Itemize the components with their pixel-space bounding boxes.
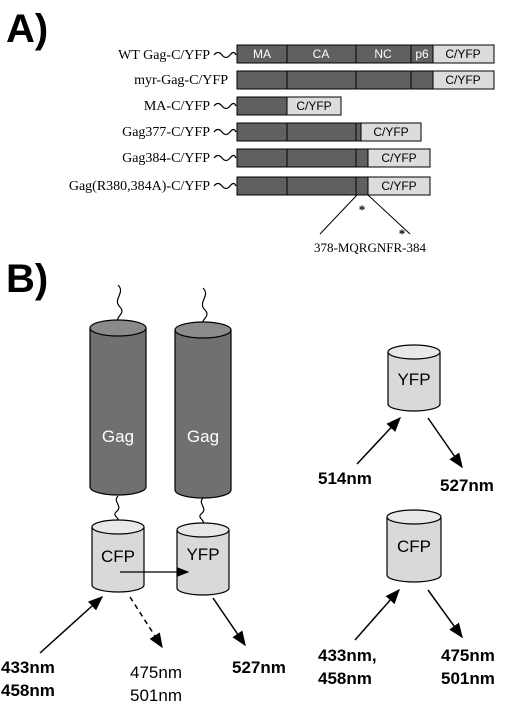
excitation-arrow — [354, 588, 400, 641]
cfp-emission-arrow-dashed — [129, 596, 163, 649]
linker-wave — [213, 154, 237, 162]
cfp-excitation-wavelength-2: 458nm — [318, 669, 372, 688]
segment-nc-fragment — [355, 122, 362, 142]
linker-wave — [213, 182, 237, 190]
construct-name-gag384: Gag384-C/YFP — [122, 151, 210, 166]
segment-fp — [367, 148, 431, 168]
cfp-standalone-emission-wavelength-2: 501nm — [441, 669, 495, 688]
segment-ca — [286, 176, 357, 196]
construct-row-wt-gag: WT Gag-C/YFP MA CA NC p6 C/YFP — [118, 44, 495, 64]
segment-ma — [236, 148, 288, 168]
cfp-standalone-emission-wavelength-1: 475nm — [441, 646, 495, 665]
segment-fp-label: C/YFP — [373, 125, 408, 139]
excitation-wavelength-2: 458nm — [1, 681, 55, 700]
yfp-emission-arrow — [212, 597, 246, 647]
zoom-line-left — [319, 194, 358, 235]
yfp-standalone-emission-wavelength: 527nm — [440, 476, 494, 495]
construct-name-gag377: Gag377-C/YFP — [122, 125, 210, 140]
tether-line — [201, 287, 208, 324]
segment-p6-label: p6 — [415, 47, 429, 61]
cfp-label: CFP — [101, 547, 135, 566]
segment-nc-fragment — [355, 176, 369, 196]
segment-ma-label: MA — [253, 47, 271, 61]
linker-wave — [213, 51, 237, 59]
yfp-label: YFP — [397, 370, 430, 389]
construct-name-wt-gag: WT Gag-C/YFP — [118, 48, 210, 63]
gag-cylinder-right: Gag — [174, 321, 232, 499]
segment-ca — [286, 122, 357, 142]
emission-arrow — [427, 417, 463, 469]
yfp-excitation-wavelength: 514nm — [318, 469, 372, 488]
gag-label: Gag — [187, 427, 219, 446]
segment-fp — [432, 44, 495, 64]
yfp-label: YFP — [186, 545, 219, 564]
construct-row-myr-gag: myr-Gag-C/YFP C/YFP — [134, 70, 495, 90]
yfp-emission-wavelength: 527nm — [232, 658, 286, 677]
segment-fp — [360, 122, 422, 142]
linker-wave — [213, 102, 237, 110]
segment-nc — [355, 70, 412, 90]
mutation-marker-star: * — [399, 226, 406, 241]
linker-wave — [213, 128, 237, 136]
segment-nc-label: NC — [374, 47, 392, 61]
construct-name-gag384-mutant: Gag(R380,384A)-C/YFP — [69, 179, 210, 194]
linker-wave — [199, 497, 205, 524]
mutation-marker-star: * — [359, 202, 366, 217]
segment-ca — [286, 148, 357, 168]
cfp-label: CFP — [397, 537, 431, 556]
segment-ca-label: CA — [313, 47, 330, 61]
cfp-excitation-wavelength-1: 433nm, — [318, 646, 377, 665]
construct-name-ma: MA-C/YFP — [144, 99, 210, 114]
excitation-arrow — [356, 416, 402, 465]
tether-line — [116, 284, 123, 321]
cfp-cylinder-left: CFP — [91, 519, 145, 593]
segment-fp-label: C/YFP — [445, 73, 480, 87]
excitation-arrow — [39, 595, 104, 654]
panel-a-label: A) — [6, 7, 48, 51]
segment-nc-fragment — [355, 148, 369, 168]
excitation-wavelength-1: 433nm — [1, 658, 55, 677]
segment-ma — [236, 176, 288, 196]
segment-ca — [286, 70, 357, 90]
sequence-label: 378-MQRGNFR-384 — [314, 240, 426, 255]
construct-name-myr-gag: myr-Gag-C/YFP — [134, 73, 228, 88]
yfp-cylinder-left: YFP — [176, 522, 230, 596]
construct-row-gag384-mutant: Gag(R380,384A)-C/YFP C/YFP — [69, 176, 431, 196]
cfp-emission-wavelength-2: 501nm — [130, 686, 182, 705]
segment-fp-label: C/YFP — [381, 151, 416, 165]
construct-row-gag384: Gag384-C/YFP C/YFP — [122, 148, 431, 168]
emission-arrow — [427, 589, 463, 639]
zoom-line-right — [367, 194, 411, 235]
construct-row-ma: MA-C/YFP C/YFP — [144, 96, 342, 116]
gag-cylinder-left: Gag — [89, 319, 147, 496]
segment-fp-label: C/YFP — [445, 47, 480, 61]
segment-fp — [286, 96, 342, 116]
segment-fp — [432, 70, 495, 90]
linker-wave — [114, 495, 120, 522]
segment-ma — [236, 70, 288, 90]
yfp-cylinder-standalone: YFP — [387, 344, 441, 412]
segment-fp-label: C/YFP — [381, 179, 416, 193]
cfp-emission-wavelength-1: 475nm — [130, 663, 182, 682]
segment-p6 — [410, 70, 434, 90]
segment-ma — [236, 96, 288, 116]
panel-b-label: B) — [6, 257, 48, 301]
segment-ma — [236, 122, 288, 142]
cfp-cylinder-standalone: CFP — [386, 509, 442, 583]
gag-label: Gag — [102, 427, 134, 446]
segment-fp-label: C/YFP — [296, 99, 331, 113]
segment-fp — [367, 176, 431, 196]
construct-row-gag377: Gag377-C/YFP C/YFP — [122, 122, 422, 142]
